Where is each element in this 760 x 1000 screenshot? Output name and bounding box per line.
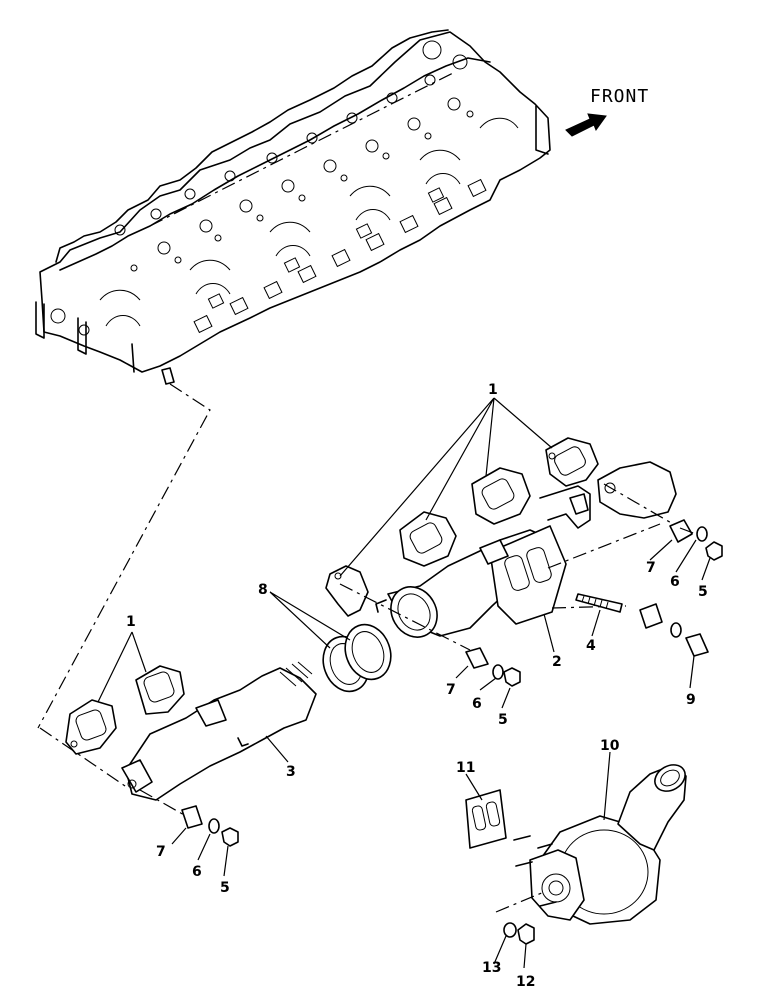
seal-rings-8 (322, 623, 392, 693)
spacer-7b (639, 603, 663, 629)
callout-5-upper: 5 (698, 584, 708, 600)
front-arrow-icon (565, 113, 607, 137)
callout-4: 4 (586, 638, 596, 654)
washer-13 (503, 922, 517, 938)
spacer-7d (181, 805, 203, 829)
washer-6a (696, 526, 708, 542)
callout-11: 11 (456, 760, 475, 776)
exhaust-gaskets-upper (325, 437, 599, 617)
gasket-1d (545, 437, 599, 487)
stud-4 (575, 593, 623, 613)
gasket-1c (471, 467, 531, 525)
callout-5-lower: 5 (220, 880, 230, 896)
callout-13: 13 (482, 960, 501, 976)
washer-6c (492, 664, 504, 680)
washer-6d (208, 818, 220, 834)
exhaust-gaskets-lower (39, 665, 185, 789)
nut-5c (221, 827, 239, 847)
bolt-9 (685, 633, 709, 657)
callout-6-center: 6 (472, 696, 482, 712)
callout-6-upper: 6 (670, 574, 680, 590)
turbo-gasket-11 (465, 789, 507, 849)
callout-7-upper: 7 (646, 560, 656, 576)
callout-12: 12 (516, 974, 535, 990)
callout-8: 8 (258, 582, 268, 598)
spacer-7a (669, 519, 693, 543)
callout-7-lower: 7 (156, 844, 166, 860)
callout-6-lower: 6 (192, 864, 202, 880)
washer-6b (670, 622, 682, 638)
exhaust-manifold-center (339, 523, 661, 651)
exhaust-manifold-rear (539, 461, 681, 529)
spacer-7c (465, 647, 489, 669)
callout-7-center: 7 (446, 682, 456, 698)
gasket-1b (399, 511, 457, 567)
callout-numbers: 1 1 2 3 4 5 5 5 6 6 6 7 7 7 8 9 10 11 12… (126, 382, 708, 990)
nut-5a (705, 541, 723, 561)
callout-2: 2 (552, 654, 562, 670)
callout-1-top: 1 (488, 382, 498, 398)
leader-lines (97, 397, 711, 969)
fasteners (139, 519, 723, 847)
front-label: FRONT (590, 86, 649, 107)
gasket-1f (135, 665, 185, 715)
nut-12 (517, 923, 535, 945)
gasket-1a (325, 565, 369, 617)
front-direction-indicator: FRONT (565, 86, 649, 137)
gasket-1e (65, 699, 117, 755)
callout-1-left: 1 (126, 614, 136, 630)
callout-10: 10 (600, 738, 620, 754)
turbo-fasteners (503, 922, 535, 945)
turbocharger (495, 764, 687, 925)
exhaust-manifold-front (121, 661, 317, 801)
nut-5b (503, 667, 521, 687)
callout-5-center: 5 (498, 712, 508, 728)
cylinder-head (35, 29, 551, 729)
callout-9: 9 (686, 692, 696, 708)
callout-3: 3 (286, 764, 296, 780)
